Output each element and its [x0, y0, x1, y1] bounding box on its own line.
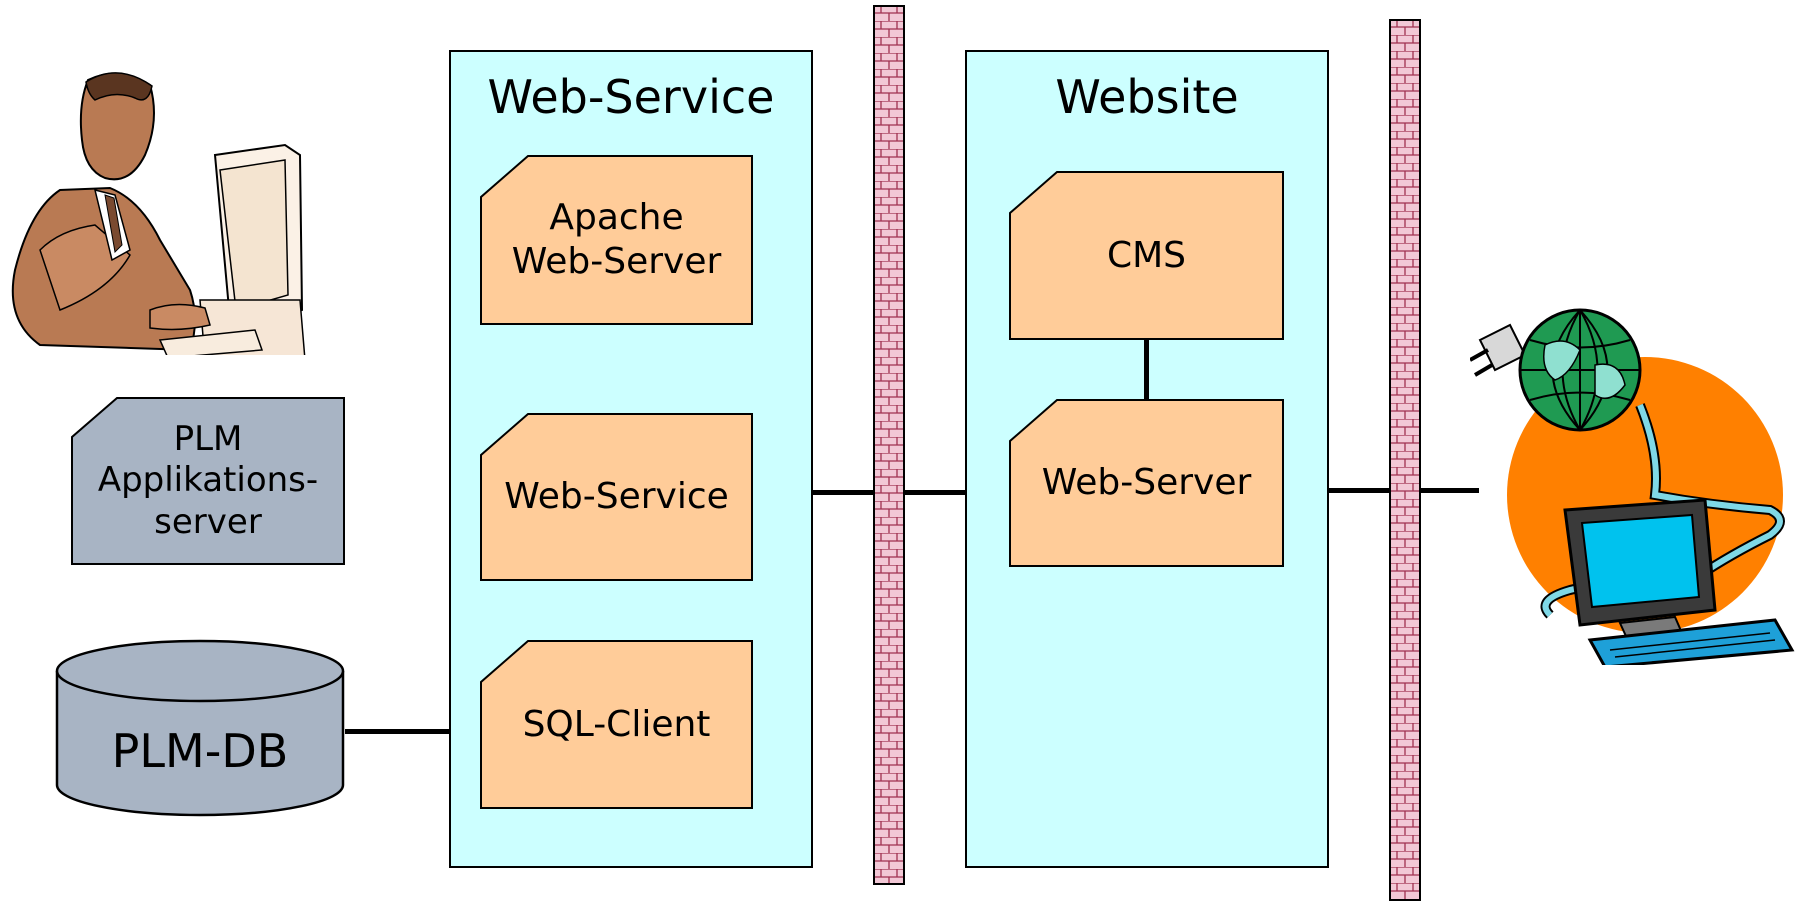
- apache-line1: Apache: [549, 197, 684, 239]
- sql-client-label: SQL-Client: [522, 703, 711, 745]
- apache-line2: Web-Server: [511, 241, 722, 282]
- plm-app-line1: PLM: [173, 418, 243, 459]
- firewall-icon: [873, 5, 905, 885]
- website-panel-title: Website: [1055, 70, 1239, 124]
- sql-client-card: SQL-Client: [480, 640, 753, 809]
- internet-computer-icon: [1470, 308, 1795, 665]
- web-service-panel-title: Web-Service: [487, 70, 775, 124]
- web-service-card-label: Web-Service: [504, 476, 729, 518]
- cms-card: CMS: [1009, 171, 1284, 340]
- plm-application-server-card: PLM Applikations- server: [71, 397, 345, 565]
- connector-cms-webserver: [1144, 340, 1149, 399]
- plm-app-line3: server: [154, 501, 262, 542]
- cms-label: CMS: [1106, 234, 1187, 276]
- plm-db-label: PLM-DB: [111, 724, 289, 778]
- user-at-computer-icon: [11, 72, 306, 355]
- connector-db-webservice: [345, 729, 449, 734]
- apache-web-server-card: Apache Web-Server: [480, 155, 753, 325]
- web-server-label: Web-Server: [1041, 462, 1252, 504]
- web-server-card: Web-Server: [1009, 399, 1284, 567]
- firewall-icon: [1389, 19, 1421, 901]
- web-service-card: Web-Service: [480, 413, 753, 581]
- plm-app-line2: Applikations-: [97, 460, 319, 501]
- plm-db-cylinder: PLM-DB: [55, 639, 345, 817]
